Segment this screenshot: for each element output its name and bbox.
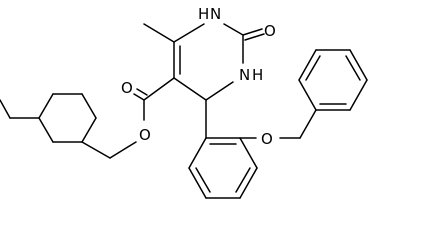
atom-label-n1: N xyxy=(210,5,221,23)
bond-c6-n1 xyxy=(173,23,205,43)
atom-label-n3: N xyxy=(239,66,250,84)
molecular-structure-diagram: H N O N H O O O xyxy=(0,5,368,199)
aryl-bond xyxy=(188,167,207,199)
aryl-bond xyxy=(188,137,207,169)
cyclohexane-bond xyxy=(38,93,54,119)
bond-ester-c-o-double-b xyxy=(136,88,148,96)
cyclohexane-bond xyxy=(81,117,97,143)
bond-ch2-cyclohexyl xyxy=(81,141,111,159)
pyrimidinone-ring xyxy=(173,23,244,101)
aryl-bond xyxy=(298,49,317,81)
bond-c4-c5 xyxy=(173,77,207,101)
bond-ch2-benzyl xyxy=(299,109,317,139)
bond-c5-ester-carbon xyxy=(143,77,175,101)
atom-label-o-carbonyl: O xyxy=(264,22,276,40)
atom-label-o-ether: O xyxy=(261,130,273,148)
cyclohexane-bond xyxy=(0,99,11,119)
aryl-inner-bond xyxy=(235,167,251,193)
aryl-inner-bond xyxy=(305,55,321,81)
bond-n1-c2 xyxy=(223,23,244,36)
atom-label-o-ester-single: O xyxy=(139,126,151,144)
aryl-inner-bond xyxy=(195,167,211,193)
atom-label-n1-h: H xyxy=(198,5,209,23)
phenyl-ring-lower xyxy=(188,137,258,199)
bond-ester-c-o-double-a xyxy=(133,93,145,101)
cyclohexane-bond xyxy=(38,117,54,143)
atom-label-n3-h: H xyxy=(252,66,263,84)
bond-c2-o-double-b xyxy=(244,33,265,41)
phenyl-ring-benzyl xyxy=(298,49,368,111)
bond-c2-o-double-a xyxy=(242,28,263,36)
atom-label-o-ester-double: O xyxy=(121,79,133,97)
aryl-bond xyxy=(239,167,258,199)
aryl-bond xyxy=(239,137,258,169)
aryl-bond xyxy=(298,79,317,111)
bond-methyl xyxy=(143,23,175,43)
aryl-bond xyxy=(349,49,368,81)
aryl-inner-bond xyxy=(345,55,361,81)
cyclohexane-ring xyxy=(0,93,97,143)
bond-ester-o-ch2 xyxy=(109,141,137,159)
bond-n3-c4 xyxy=(205,81,234,101)
aryl-bond xyxy=(349,79,368,111)
cyclohexane-bond xyxy=(81,93,97,119)
